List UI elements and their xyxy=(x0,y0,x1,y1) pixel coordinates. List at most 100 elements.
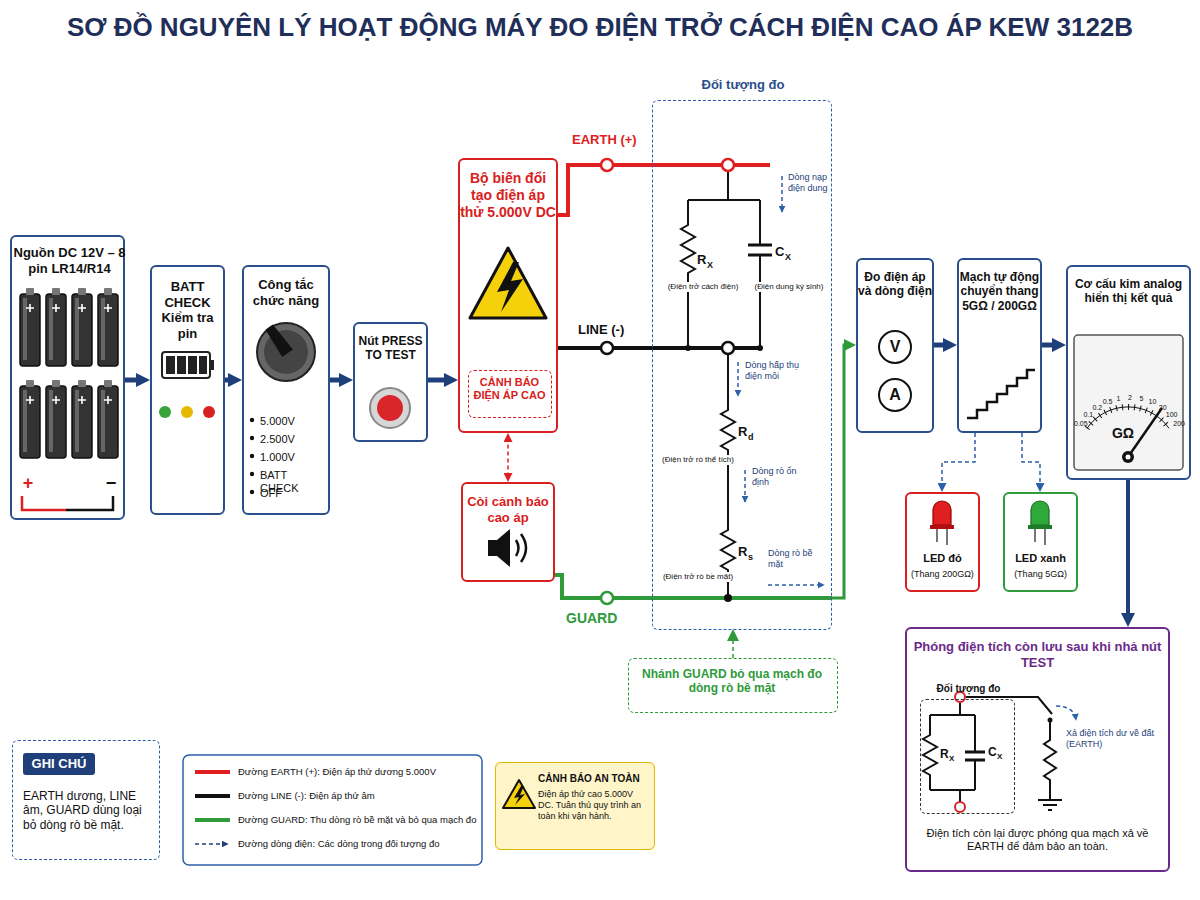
rotary-switch-icon-part xyxy=(250,418,254,422)
legend-frame-part xyxy=(195,770,230,774)
terminals-part xyxy=(955,802,965,812)
legend-frame-part xyxy=(183,755,482,865)
box-text: Mạch tự động chuyển thang 5GΩ / 200GΩ xyxy=(959,270,1040,313)
legend-text: Đường LINE (-): Điện áp thử âm xyxy=(238,790,476,801)
insulation-circuit-part xyxy=(724,594,732,602)
box-text: Còi cảnh báo cao áp xyxy=(463,494,553,525)
high-voltage-icon-part xyxy=(470,248,546,318)
discharge-circuit xyxy=(923,697,1076,810)
safety-warning-panel xyxy=(495,762,655,850)
meter-letter: A xyxy=(878,378,912,412)
battery-cells-part xyxy=(72,288,92,366)
high-voltage-icon xyxy=(470,248,546,318)
range-staircase-icon xyxy=(967,370,1035,418)
component-subscript: X xyxy=(707,260,717,271)
component-subscript: s xyxy=(748,552,758,563)
safety-warning-panel-part xyxy=(503,780,535,808)
battery-cells-part xyxy=(66,496,113,510)
battery-cells-part xyxy=(22,496,66,510)
led-icons-part xyxy=(1035,529,1045,545)
flow-arrow xyxy=(225,378,235,383)
insulation-circuit-part xyxy=(768,584,824,586)
flow-arrow xyxy=(732,635,734,658)
battery-gauge-icon-part xyxy=(166,356,175,374)
scale-number: 100 xyxy=(1161,411,1183,419)
insulation-circuit-part xyxy=(721,348,735,598)
flow-arrow xyxy=(428,378,451,383)
box-text: LED xanh xyxy=(1005,552,1076,565)
legend-frame xyxy=(183,755,482,865)
box-text: CẢNH BÁO ĐIỆN ÁP CAO xyxy=(469,376,550,402)
box-subtext: 5.000V xyxy=(260,415,328,428)
battery-gauge-icon-part xyxy=(181,406,193,418)
insulation-circuit-part xyxy=(757,345,763,351)
legend-frame-part xyxy=(195,794,230,798)
box-subtext: − xyxy=(103,473,119,495)
box-text: Đối tượng đo xyxy=(921,683,1016,695)
battery-cells xyxy=(20,288,118,510)
legend-text: Đường GUARD: Thu dòng rò bề mặt và bỏ qu… xyxy=(238,814,476,825)
led-icons-part xyxy=(933,501,951,525)
test-button-box: Nút PRESS TO TEST xyxy=(353,322,428,442)
rotary-switch-icon-part xyxy=(264,323,293,357)
box-subtext: + xyxy=(20,473,36,495)
component-subscript: d xyxy=(748,432,758,443)
box-subtext: (Thang 5GΩ) xyxy=(1005,569,1076,580)
wire-label: LINE (-) xyxy=(578,322,658,338)
alarm-box: Còi cảnh báo cao áp xyxy=(461,482,555,582)
meter-box: Cơ cấu kim analog hiển thị kết quả0.050.… xyxy=(1066,265,1191,480)
box-subtext: Điện áp thử cao 5.000V DC. Tuân thủ quy … xyxy=(538,789,650,821)
box-subtext: EARTH dương, LINE âm, GUARD dùng loại bỏ… xyxy=(23,789,153,832)
flow-arrow xyxy=(934,343,950,348)
component-subscript: X xyxy=(997,752,1007,762)
component-caption: (Điện trở rò thể tích) xyxy=(656,455,740,465)
box-text: Phóng điện tích còn lưu sau khi nhả nút … xyxy=(907,639,1168,670)
scale-number: 0.05 xyxy=(1070,420,1092,428)
flow-arrow xyxy=(330,378,346,383)
box-text: CẢNH BÁO AN TOÀN xyxy=(538,773,650,785)
terminals-part xyxy=(601,159,613,171)
battery-gauge-icon-part xyxy=(203,406,215,418)
rotary-switch-icon-part xyxy=(257,323,315,381)
led-icons-part xyxy=(930,525,954,529)
scale-number: 0.5 xyxy=(1097,398,1119,406)
meter-letter: V xyxy=(878,330,912,364)
component-subscript: X xyxy=(949,754,959,764)
safety-box: CẢNH BÁO AN TOÀN Điện áp thử cao 5.000V D… xyxy=(495,762,655,850)
battery-cells-part xyxy=(46,288,66,366)
component-caption: (Điện trở cách điện) xyxy=(660,282,746,292)
led-icons-part xyxy=(1031,501,1049,525)
wire xyxy=(558,165,652,215)
wire-label: EARTH (+) xyxy=(572,132,662,148)
terminals xyxy=(601,159,965,812)
battery-gauge-icon-part xyxy=(210,360,214,370)
wire-label: GUARD xyxy=(566,610,646,627)
insulation-circuit-part xyxy=(652,346,760,350)
current-label: Dòng nạp điện dung xyxy=(788,172,834,194)
speaker-icon-part xyxy=(488,529,510,567)
title-text: SƠ ĐỒ NGUYÊN LÝ HOẠT ĐỘNG MÁY ĐO ĐIỆN TR… xyxy=(67,10,1133,45)
flow-arrow xyxy=(507,438,509,478)
speaker-icon-part xyxy=(516,534,526,562)
insulation-circuit-part xyxy=(652,163,770,167)
insulation-circuit-part xyxy=(737,362,739,396)
component-subscript: X xyxy=(785,252,795,263)
battery-gauge-icon xyxy=(159,352,215,418)
led-icons xyxy=(930,501,1052,545)
speaker-icon xyxy=(488,529,526,567)
box-text: Bộ biến đổi tạo điện áp thử 5.000V DC xyxy=(460,170,556,220)
component-caption: (Điện trở rò bề mặt) xyxy=(656,572,740,582)
insulation-circuit xyxy=(652,165,832,602)
battery-cells-part xyxy=(98,288,118,366)
safety-warning-panel-part xyxy=(514,786,525,805)
discharge-circuit-part xyxy=(1056,706,1076,720)
note-tab: GHI CHÚ xyxy=(23,753,95,775)
rotary-switch-icon-part xyxy=(250,454,254,458)
guard-note-box: Nhánh GUARD bỏ qua mạch đo dòng rò bề mặ… xyxy=(628,658,838,713)
insulation-circuit-part xyxy=(685,345,691,351)
scale-number: 2 xyxy=(1119,394,1141,402)
batt-check-box: BATT CHECK Kiểm tra pin xyxy=(150,265,225,515)
scale-number: 20 xyxy=(1152,404,1174,412)
analog-meter-part xyxy=(1126,455,1131,460)
current-label: Dòng rò ổn định xyxy=(752,466,814,488)
